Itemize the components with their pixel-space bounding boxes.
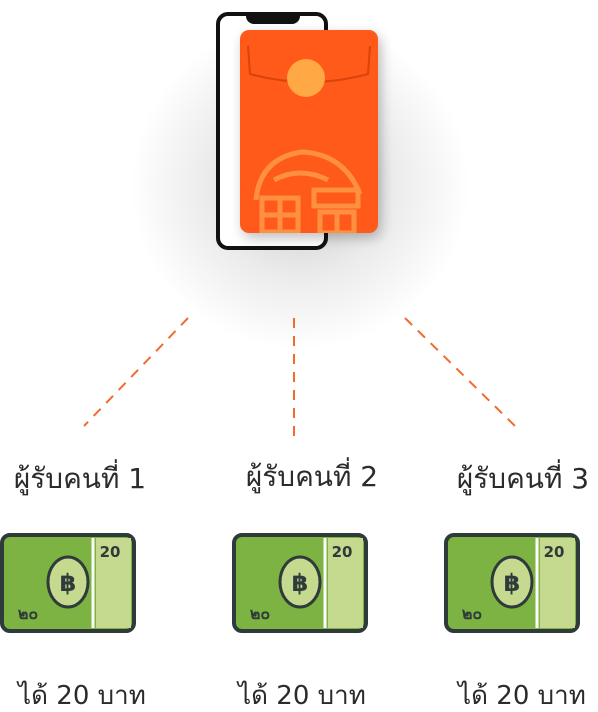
recipient-2-amount: ได้ 20 บาท: [202, 680, 402, 712]
currency-symbol: ฿: [504, 569, 521, 597]
recipient-2: ผู้รับคนที่ 2: [212, 460, 412, 494]
recipient-1: ผู้รับคนที่ 1: [0, 462, 180, 496]
thai-denomination-label: ๒๐: [18, 604, 38, 623]
banknote-icon: ฿ 20 ๒๐: [0, 533, 136, 633]
phone-notch: [246, 15, 300, 24]
currency-symbol: ฿: [292, 569, 309, 597]
connector-line-3: [404, 317, 516, 427]
connector-line-1: [83, 317, 189, 427]
banknote-icon: ฿ 20 ๒๐: [444, 533, 580, 633]
recipient-1-amount: ได้ 20 บาท: [0, 680, 182, 712]
recipient-label: ผู้รับคนที่ 2: [245, 460, 379, 493]
denomination-label: 20: [544, 543, 565, 561]
fortune-character-icon: [253, 149, 363, 233]
denomination-label: 20: [100, 543, 121, 561]
banknote-icon: ฿ 20 ๒๐: [232, 533, 368, 633]
amount-label: ได้ 20 บาท: [458, 681, 586, 711]
thai-denomination-label: ๒๐: [462, 604, 482, 623]
recipient-label: ผู้รับคนที่ 3: [456, 462, 590, 495]
recipient-3: ผู้รับคนที่ 3: [423, 462, 598, 496]
recipient-3-amount: ได้ 20 บาท: [422, 680, 598, 712]
thai-denomination-label: ๒๐: [250, 604, 270, 623]
amount-label: ได้ 20 บาท: [18, 681, 146, 711]
recipient-label: ผู้รับคนที่ 1: [13, 462, 147, 495]
denomination-label: 20: [332, 543, 353, 561]
envelope-seal-icon: [287, 59, 325, 97]
currency-symbol: ฿: [60, 569, 77, 597]
red-envelope-icon: [240, 30, 378, 233]
amount-label: ได้ 20 บาท: [238, 681, 366, 711]
